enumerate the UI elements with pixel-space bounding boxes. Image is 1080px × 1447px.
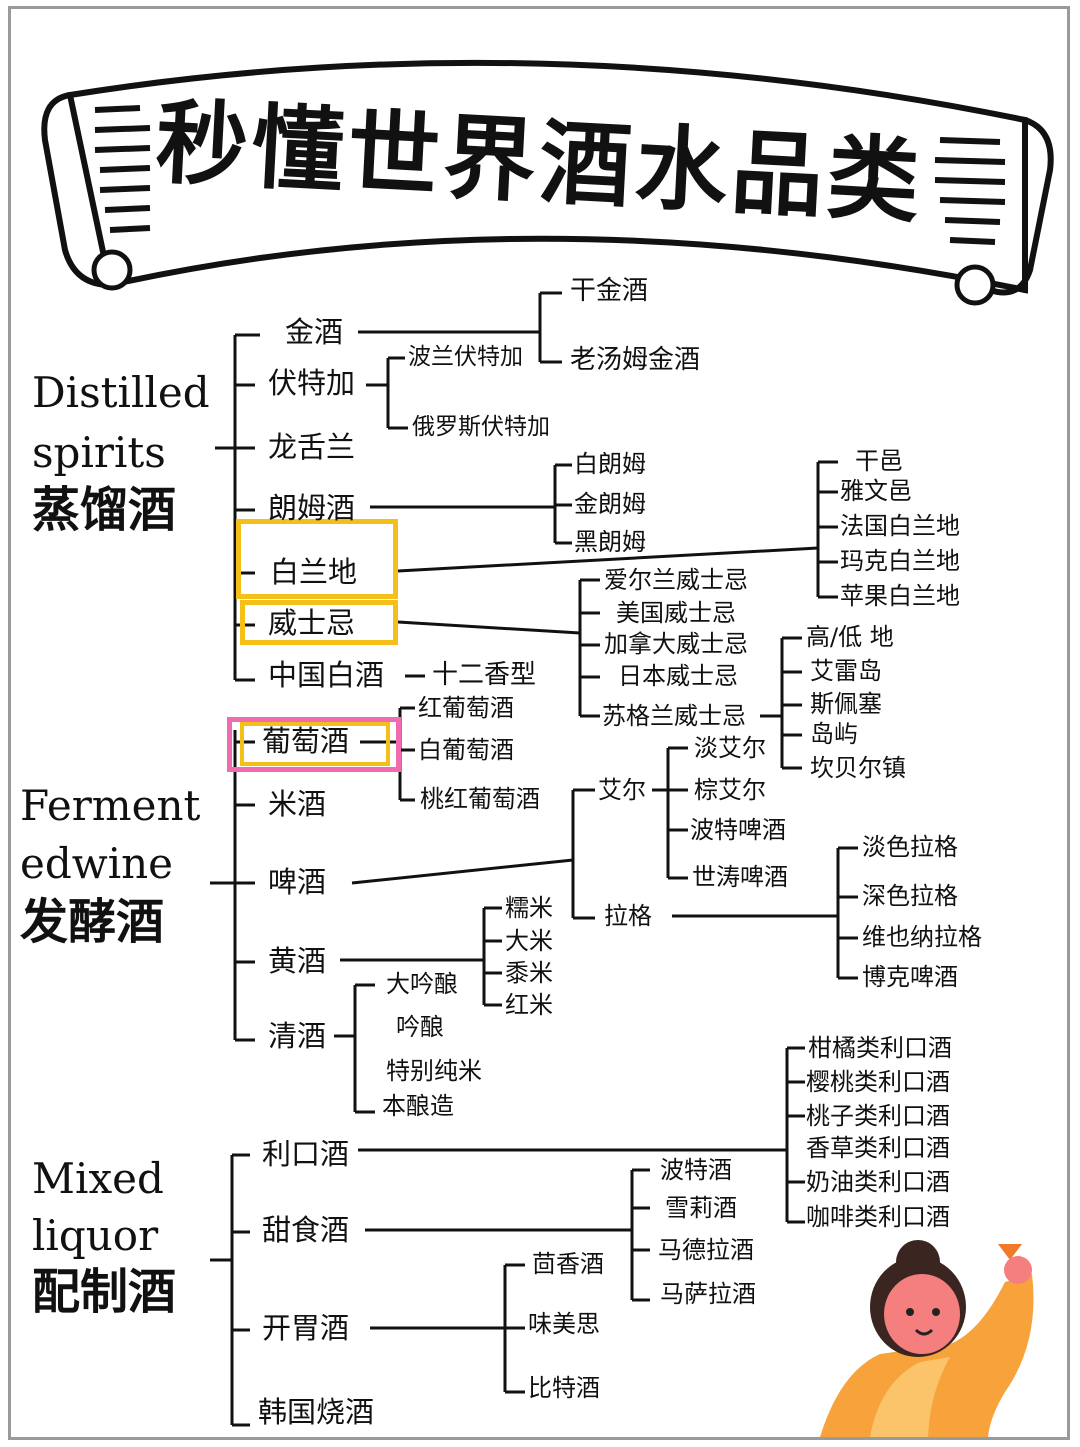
banner-stripes-left bbox=[94, 105, 151, 233]
cocktail-glass-icon bbox=[998, 1244, 1022, 1260]
distilled-en-line2: spirits bbox=[32, 428, 166, 477]
mixed-en-line1: Mixed bbox=[32, 1154, 164, 1203]
item-huangjiu: 黄酒 bbox=[268, 944, 327, 978]
item-whisky: 威士忌 bbox=[268, 606, 356, 640]
item-tequila: 龙舌兰 bbox=[268, 430, 356, 464]
item-gin: 金酒 bbox=[285, 315, 344, 349]
highlight-box-brandy bbox=[236, 519, 398, 599]
item-sake: 清酒 bbox=[268, 1019, 327, 1053]
ale-sub-2: 波特啤酒 bbox=[690, 816, 786, 844]
highlight-box-wine-pink bbox=[227, 717, 401, 772]
item-soju: 韩国烧酒 bbox=[258, 1395, 375, 1429]
highlight-box-wine-yellow bbox=[240, 722, 390, 766]
item-vodka: 伏特加 bbox=[268, 366, 356, 400]
page-frame bbox=[8, 6, 1070, 1440]
scotch-region-2: 斯佩塞 bbox=[810, 690, 882, 718]
scotch-region-4: 坎贝尔镇 bbox=[810, 754, 906, 782]
item-beer: 啤酒 bbox=[268, 865, 327, 899]
lager-sub-0: 淡色拉格 bbox=[862, 833, 958, 861]
baijiu-sub-0: 十二香型 bbox=[432, 660, 537, 690]
whisky-sub-4: 苏格兰威士忌 bbox=[602, 702, 746, 730]
item-rice-wine: 米酒 bbox=[268, 787, 327, 821]
distilled-cn: 蒸馏酒 bbox=[32, 482, 177, 538]
sake-sub-0: 大吟酿 bbox=[386, 970, 458, 998]
ale-sub-0: 淡艾尔 bbox=[694, 734, 766, 762]
gin-sub-0: 干金酒 bbox=[570, 276, 649, 306]
wine-sub-1: 白葡萄酒 bbox=[418, 736, 514, 764]
item-aperitif: 开胃酒 bbox=[262, 1311, 350, 1345]
aperitif-sub-1: 味美思 bbox=[528, 1310, 600, 1338]
dessert-sub-1: 雪莉酒 bbox=[665, 1194, 737, 1222]
liqueur-sub-2: 桃子类利口酒 bbox=[806, 1102, 950, 1130]
huangjiu-sub-1: 大米 bbox=[505, 927, 553, 955]
vodka-sub-1: 俄罗斯伏特加 bbox=[412, 414, 550, 440]
huangjiu-sub-2: 黍米 bbox=[505, 959, 553, 987]
whisky-sub-0: 爱尔兰威士忌 bbox=[604, 566, 748, 594]
distilled-en-line1: Distilled bbox=[32, 368, 210, 417]
fermented-cn: 发酵酒 bbox=[20, 894, 165, 950]
brandy-sub-1: 雅文邑 bbox=[840, 477, 912, 505]
liqueur-sub-5: 咖啡类利口酒 bbox=[806, 1203, 950, 1231]
item-wine: 葡萄酒 bbox=[262, 724, 350, 758]
rum-sub-0: 白朗姆 bbox=[574, 450, 646, 478]
lager-sub-1: 深色拉格 bbox=[862, 882, 958, 910]
aperitif-sub-2: 比特酒 bbox=[528, 1374, 600, 1402]
dessert-sub-3: 马萨拉酒 bbox=[660, 1280, 756, 1308]
huangjiu-sub-3: 红米 bbox=[505, 991, 553, 1019]
cartoon-woman-illustration bbox=[820, 1240, 1034, 1437]
brandy-sub-3: 玛克白兰地 bbox=[840, 547, 960, 575]
ale-sub-3: 世涛啤酒 bbox=[692, 863, 788, 891]
scotch-region-1: 艾雷岛 bbox=[810, 657, 882, 685]
wine-sub-0: 红葡萄酒 bbox=[418, 694, 514, 722]
beer-sub-lager: 拉格 bbox=[604, 902, 652, 930]
sake-sub-1: 吟酿 bbox=[396, 1013, 444, 1041]
whisky-sub-1: 美国威士忌 bbox=[616, 599, 736, 627]
item-rum: 朗姆酒 bbox=[268, 491, 356, 525]
liqueur-sub-4: 奶油类利口酒 bbox=[806, 1168, 950, 1196]
beer-sub-ale: 艾尔 bbox=[598, 776, 646, 804]
gin-sub-1: 老汤姆金酒 bbox=[570, 345, 701, 375]
mixed-cn: 配制酒 bbox=[32, 1264, 177, 1320]
ale-sub-1: 棕艾尔 bbox=[694, 776, 766, 804]
fermented-en-line1: Ferment bbox=[20, 781, 201, 830]
item-dessert-wine: 甜食酒 bbox=[262, 1213, 350, 1247]
dessert-sub-2: 马德拉酒 bbox=[658, 1236, 754, 1264]
item-liqueur: 利口酒 bbox=[262, 1137, 350, 1171]
item-baijiu: 中国白酒 bbox=[268, 658, 385, 692]
scotch-region-3: 岛屿 bbox=[810, 720, 858, 748]
brandy-sub-4: 苹果白兰地 bbox=[840, 582, 960, 610]
mixed-en-line2: liquor bbox=[32, 1211, 159, 1260]
aperitif-sub-0: 茴香酒 bbox=[532, 1250, 604, 1278]
item-brandy: 白兰地 bbox=[270, 555, 358, 589]
highlight-box-whisky bbox=[240, 600, 398, 645]
huangjiu-sub-0: 糯米 bbox=[505, 894, 553, 922]
scotch-region-0: 高/低 地 bbox=[806, 623, 894, 651]
rum-sub-1: 金朗姆 bbox=[574, 490, 646, 518]
liqueur-sub-1: 樱桃类利口酒 bbox=[806, 1068, 950, 1096]
sake-sub-2: 特别纯米 bbox=[386, 1057, 482, 1085]
fermented-en-line2: edwine bbox=[20, 839, 174, 888]
whisky-sub-2: 加拿大威士忌 bbox=[604, 630, 748, 658]
brandy-sub-2: 法国白兰地 bbox=[840, 512, 960, 540]
lager-sub-2: 维也纳拉格 bbox=[862, 923, 982, 951]
liqueur-sub-0: 柑橘类利口酒 bbox=[808, 1034, 952, 1062]
whisky-sub-3: 日本威士忌 bbox=[618, 662, 738, 690]
vodka-sub-0: 波兰伏特加 bbox=[408, 344, 523, 370]
lager-sub-3: 博克啤酒 bbox=[862, 963, 958, 991]
liqueur-sub-3: 香草类利口酒 bbox=[806, 1134, 950, 1162]
banner-stripes-right bbox=[934, 137, 1006, 245]
dessert-sub-0: 波特酒 bbox=[660, 1156, 732, 1184]
sake-sub-3: 本酿造 bbox=[382, 1092, 454, 1120]
wine-sub-2: 桃红葡萄酒 bbox=[420, 785, 540, 813]
brandy-sub-0: 干邑 bbox=[855, 447, 903, 475]
title-banner bbox=[41, 59, 1054, 306]
rum-sub-2: 黑朗姆 bbox=[574, 528, 646, 556]
